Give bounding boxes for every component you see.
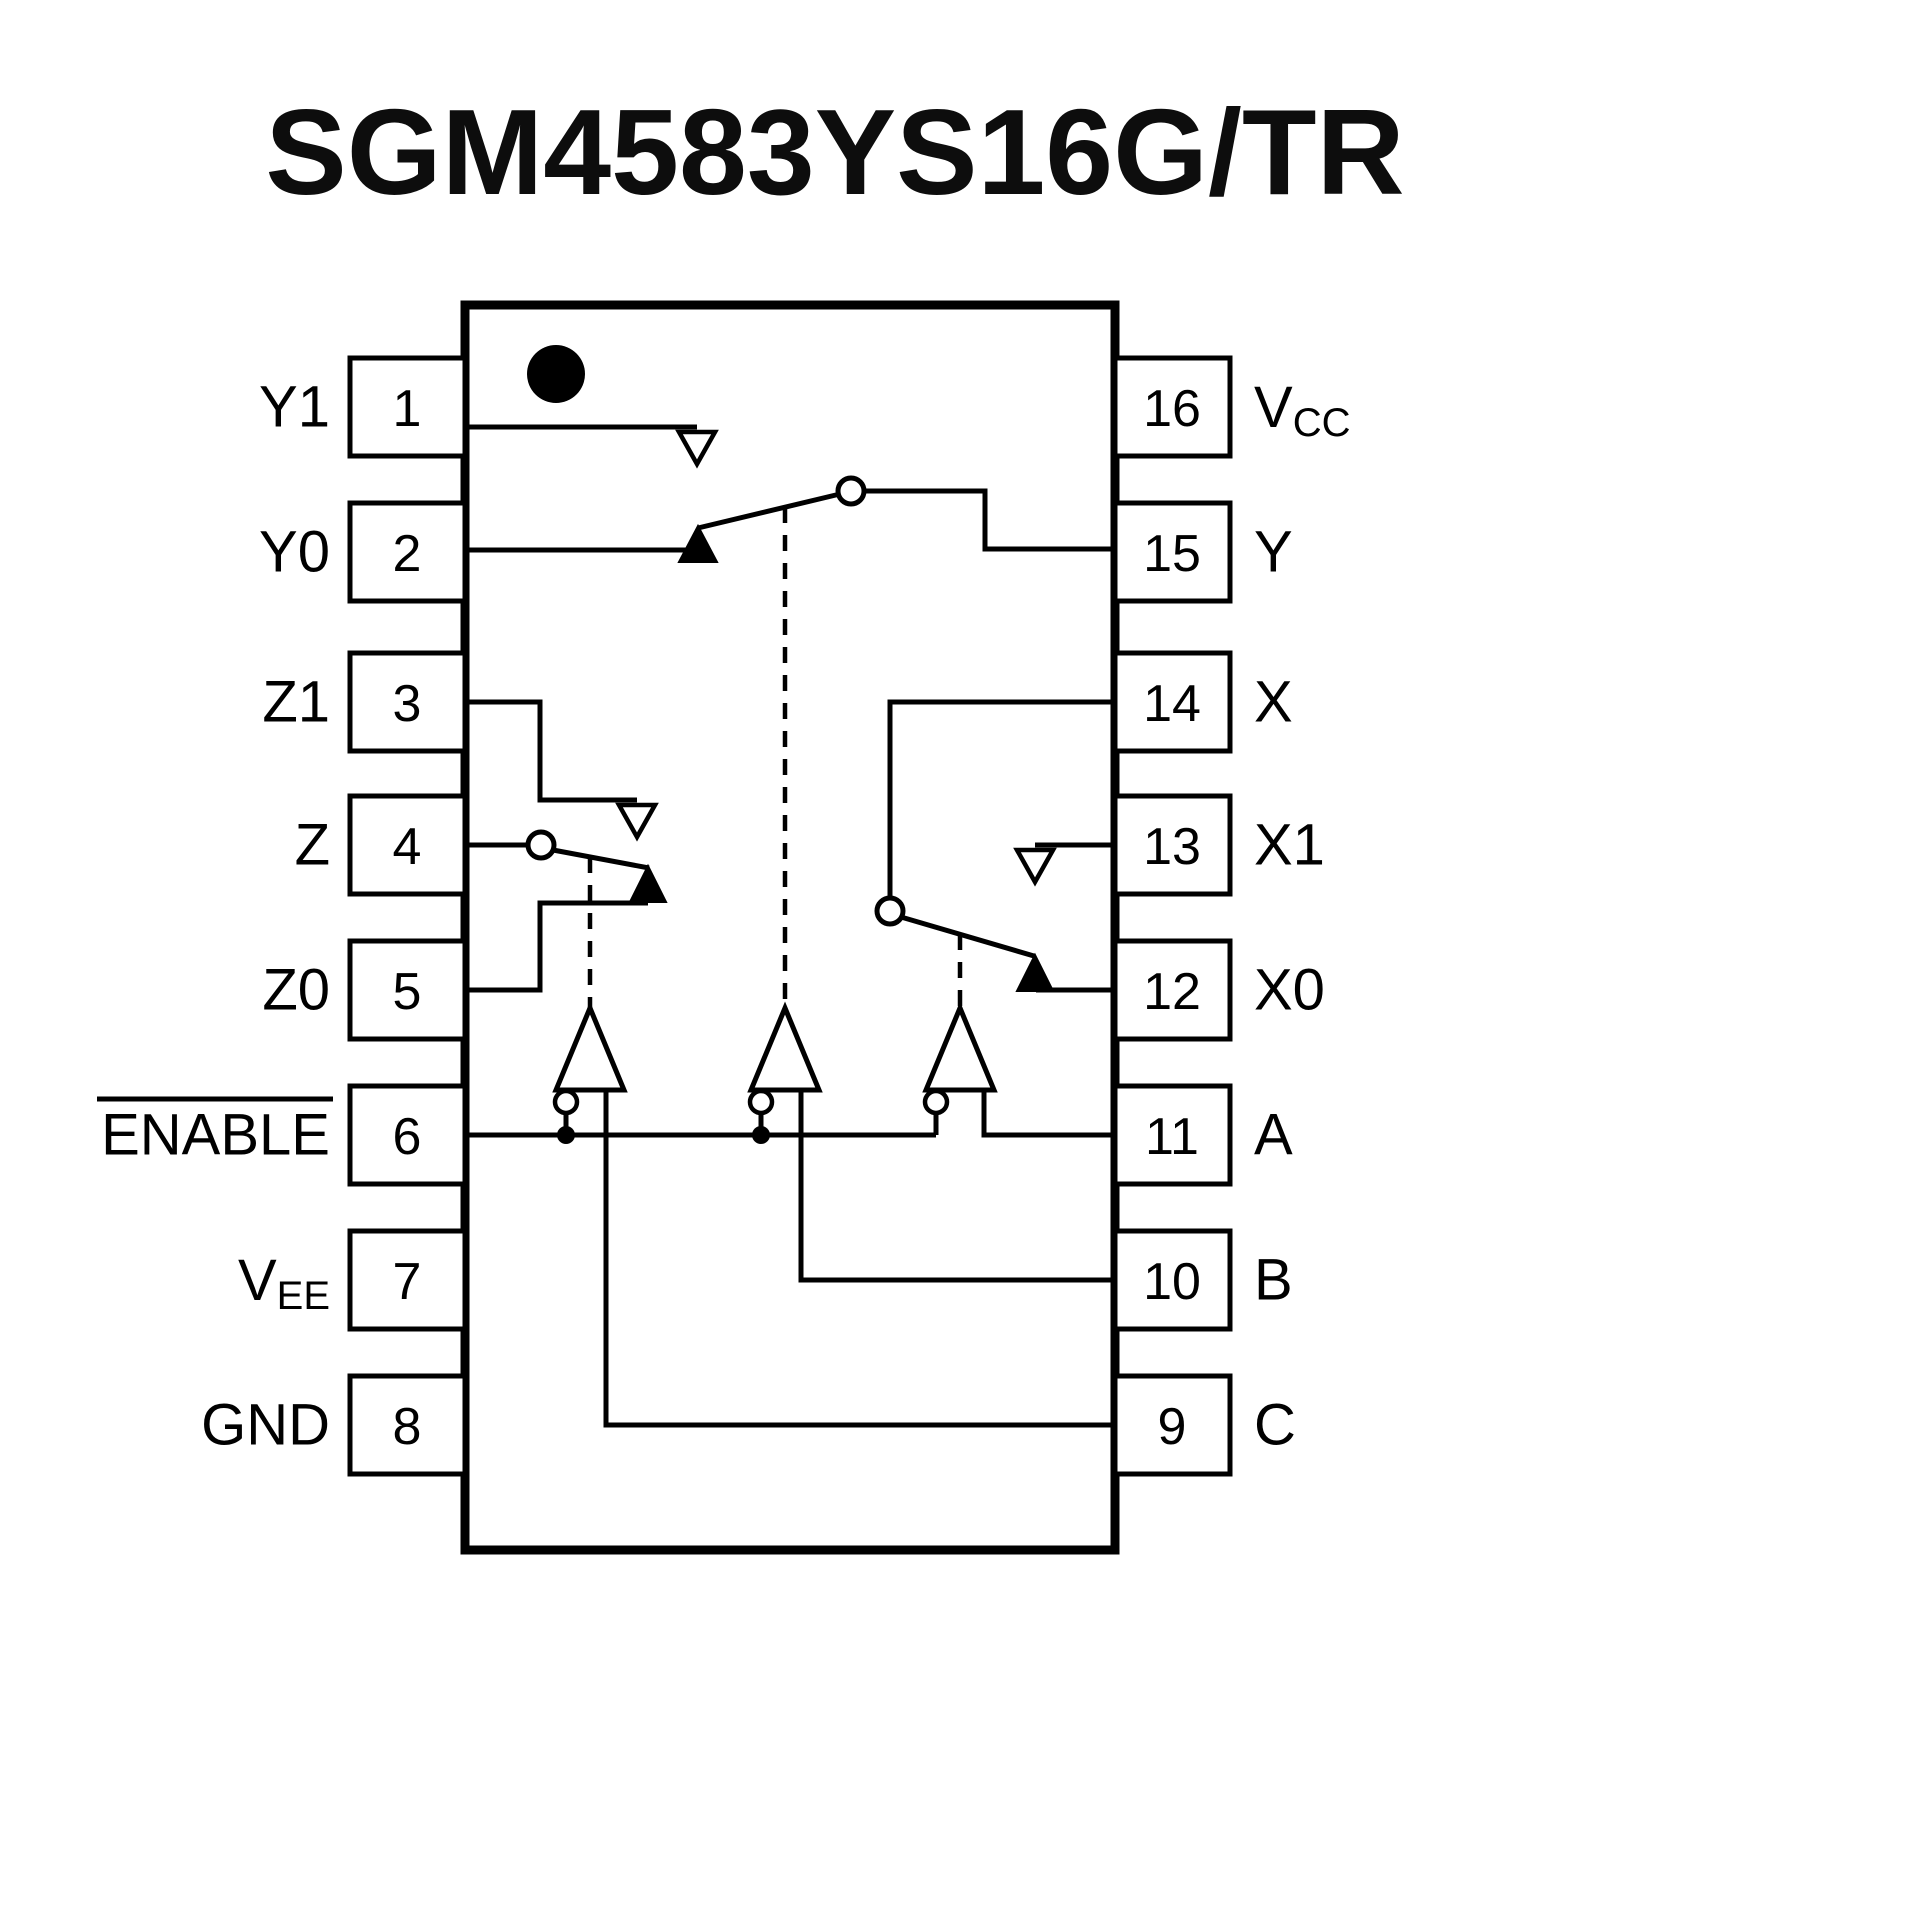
pin-5: 5 Z0 — [262, 938, 468, 1042]
pin-11: 11 A — [1112, 1083, 1293, 1187]
pin-1-label: Y1 — [259, 375, 330, 440]
wire-z1 — [465, 699, 637, 803]
pin-10-number: 10 — [1143, 1253, 1201, 1311]
wire-z0 — [465, 900, 648, 993]
pin-13: 13 X1 — [1112, 793, 1325, 897]
pin-3-box — [347, 650, 468, 754]
pin-10-box — [1112, 1228, 1233, 1332]
pole-circle-y — [835, 475, 867, 507]
pin-1-number: 1 — [393, 380, 422, 438]
pin-10-label: B — [1254, 1248, 1293, 1313]
pin-7: 7 VEE — [238, 1228, 468, 1332]
pin-8-number: 8 — [393, 1398, 422, 1456]
pin-15-box — [1112, 500, 1233, 604]
pin-12-number: 12 — [1143, 963, 1201, 1021]
pin-16: 16 VCC — [1112, 355, 1350, 459]
junction-dot-2 — [752, 1126, 770, 1144]
pin-6-number: 6 — [393, 1108, 422, 1166]
wire-input-b — [798, 1090, 1115, 1283]
pin-6: 6 ENABLE — [97, 1083, 468, 1187]
pin-6-box — [347, 1083, 468, 1187]
pin-8-label: GND — [201, 1393, 330, 1458]
pin1-indicator-dot — [527, 345, 585, 403]
switch-z — [465, 699, 668, 1008]
pin-7-number: 7 — [393, 1253, 422, 1311]
pin-9-box — [1112, 1373, 1233, 1477]
pin-1: 1 Y1 — [259, 355, 468, 459]
enable-bubble-3 — [922, 1088, 950, 1116]
contact-x1-open — [1013, 847, 1057, 887]
pin-4-label: Z — [295, 813, 330, 878]
pole-circle-x — [874, 895, 906, 927]
pin-2-label: Y0 — [259, 520, 330, 585]
pin-14-number: 14 — [1143, 675, 1201, 733]
pin-12-label: X0 — [1254, 958, 1325, 1023]
enable-bubble-2 — [747, 1088, 775, 1116]
pin-3-label: Z1 — [262, 670, 330, 735]
wire-input-c — [603, 1090, 1115, 1428]
pin-15-label: Y — [1254, 520, 1293, 585]
pin-12-box — [1112, 938, 1233, 1042]
pin-10: 10 B — [1112, 1228, 1293, 1332]
wire-y-pole — [864, 488, 1115, 552]
pole-circle-z — [525, 829, 557, 861]
pin-15-number: 15 — [1143, 525, 1201, 583]
pin-16-label: VCC — [1254, 375, 1350, 446]
switch-arm-z — [552, 847, 650, 871]
pin-5-box — [347, 938, 468, 1042]
pin-11-box — [1112, 1083, 1233, 1187]
internal-circuit — [465, 424, 1115, 1428]
pin-5-label: Z0 — [262, 958, 330, 1023]
control-wiring — [465, 1090, 1115, 1428]
pin-9: 9 C — [1112, 1373, 1296, 1477]
pin-8: 8 GND — [201, 1373, 468, 1477]
wire-x — [887, 699, 1115, 898]
buffer-3 — [922, 1001, 998, 1093]
wire-input-a — [981, 1090, 1115, 1138]
pin-2: 2 Y0 — [259, 500, 468, 604]
pin-14-box — [1112, 650, 1233, 754]
contact-z1-open — [615, 802, 659, 842]
switch-y — [465, 424, 1115, 1008]
pin-9-label: C — [1254, 1393, 1296, 1458]
pin-3-number: 3 — [393, 675, 422, 733]
contact-y1-open — [675, 429, 719, 469]
pin-16-box — [1112, 355, 1233, 459]
chip-body — [460, 300, 1120, 1555]
switch-arm-x — [900, 914, 1035, 959]
junction-dot-1 — [557, 1126, 575, 1144]
pin-3: 3 Z1 — [262, 650, 468, 754]
pin-12: 12 X0 — [1112, 938, 1325, 1042]
pin-7-box — [347, 1228, 468, 1332]
switch-arm-y — [697, 491, 841, 531]
pin-13-box — [1112, 793, 1233, 897]
pin-4-box — [347, 793, 468, 897]
switch-x — [874, 699, 1115, 1008]
pin-2-number: 2 — [393, 525, 422, 583]
pin-4: 4 Z — [295, 793, 468, 897]
pin-11-number: 11 — [1145, 1108, 1199, 1166]
pin-7-label: VEE — [238, 1248, 330, 1319]
pin-8-box — [347, 1373, 468, 1477]
contact-y0-filled — [677, 523, 719, 563]
pin-16-number: 16 — [1143, 380, 1201, 438]
pin-15: 15 Y — [1112, 500, 1293, 604]
pin-14-label: X — [1254, 670, 1293, 735]
pin-14: 14 X — [1112, 650, 1293, 754]
pin-4-number: 4 — [393, 818, 422, 876]
buffer-2 — [747, 1001, 823, 1093]
control-buffers — [552, 1001, 998, 1135]
pin-11-label: A — [1254, 1103, 1293, 1168]
buffer-1 — [552, 1001, 628, 1093]
pin-1-box — [347, 355, 468, 459]
pin-13-label: X1 — [1254, 813, 1325, 878]
contact-x0-filled — [1015, 952, 1055, 992]
pin-9-number: 9 — [1158, 1398, 1187, 1456]
pin-6-label: ENABLE — [101, 1103, 330, 1168]
pin-5-number: 5 — [393, 963, 422, 1021]
pin-13-number: 13 — [1143, 818, 1201, 876]
enable-bubble-1 — [552, 1088, 580, 1116]
pin-2-box — [347, 500, 468, 604]
page-title: SGM4583YS16G/TR — [265, 84, 1404, 220]
